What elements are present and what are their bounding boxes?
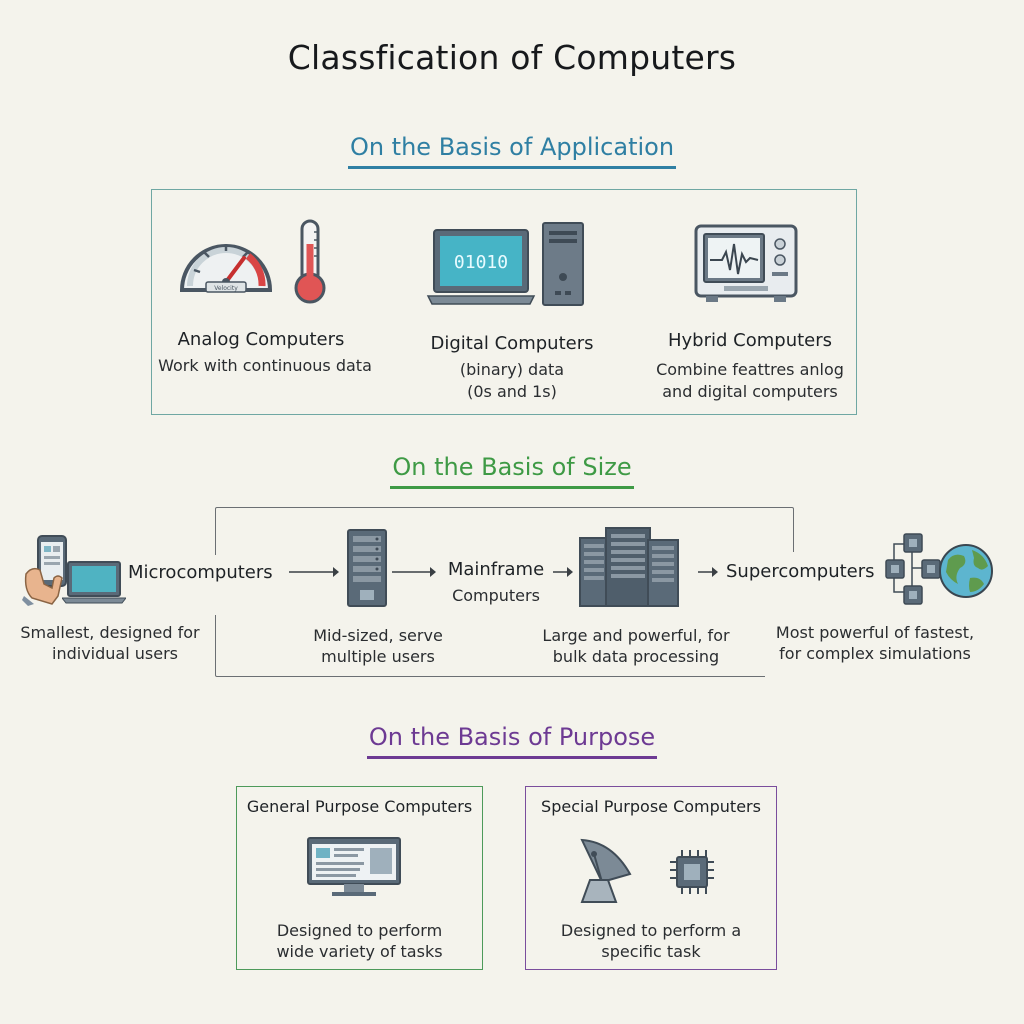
arrow-3 (553, 565, 573, 579)
mainframe-cluster-icon (578, 526, 680, 608)
special-purpose-desc-1: Designed to perform a (560, 921, 742, 940)
laptop-icon (62, 560, 126, 604)
arrow-2 (392, 565, 436, 579)
special-purpose-box (525, 786, 777, 970)
digital-computers-desc-1: (binary) data (459, 360, 565, 379)
monitor-icon: 01010 (426, 228, 538, 306)
analog-computers-desc: Work with continuous data (158, 356, 372, 375)
gauge-icon: Velocity (178, 222, 274, 296)
thermometer-icon (292, 218, 328, 306)
minicomputers-desc-2: multiple users (321, 647, 435, 666)
server-rack-icon (346, 528, 388, 608)
special-purpose-desc-2: specific task (601, 942, 701, 961)
mainframe-desc-1: Large and powerful, for (542, 626, 730, 645)
desktop-monitor-icon (306, 836, 402, 898)
chip-network-icon (884, 530, 946, 608)
mainframe-desc-2: bulk data processing (552, 647, 720, 666)
section-heading-size: On the Basis of Size (0, 453, 1024, 489)
hybrid-computers-desc-1: Combine feattres anlog (656, 360, 844, 379)
arrow-4 (698, 565, 718, 579)
frame-gap-left (205, 555, 227, 615)
microcomputers-desc-1: Smallest, designed for (20, 623, 200, 642)
oscilloscope-icon (694, 224, 798, 304)
satellite-dish-icon (572, 832, 634, 906)
globe-icon (938, 542, 994, 600)
gauge-label: Velocity (214, 285, 238, 292)
microchip-icon (668, 848, 716, 896)
microcomputers-desc-2: individual users (52, 644, 178, 663)
page-title: Classfication of Computers (287, 38, 737, 77)
supercomputers-label: Supercomputers (726, 561, 875, 582)
general-purpose-desc-2: wide variety of tasks (276, 942, 443, 961)
application-box (151, 189, 857, 415)
tower-icon (541, 221, 585, 307)
mainframe-label-2: Computers (452, 586, 540, 605)
mainframe-label: Mainframe (447, 559, 545, 580)
section-heading-application: On the Basis of Application (0, 133, 1024, 169)
digital-computers-desc-2: (0s and 1s) (467, 382, 557, 401)
hybrid-computers-label: Hybrid Computers (667, 330, 833, 351)
microcomputers-label: Microcomputers (128, 562, 273, 583)
digital-computers-label: Digital Computers (430, 333, 594, 354)
supercomputers-desc-2: for complex simulations (779, 644, 971, 663)
general-purpose-box (236, 786, 483, 970)
analog-computers-label: Analog Computers (177, 329, 345, 350)
frame-gap-right-bottom (765, 600, 805, 690)
arrow-1 (289, 565, 339, 579)
binary-screen-text: 01010 (454, 252, 508, 273)
section-heading-purpose: On the Basis of Purpose (0, 723, 1024, 759)
hybrid-computers-desc-2: and digital computers (662, 382, 838, 401)
phone-in-hand-icon (22, 534, 72, 606)
general-purpose-desc-1: Designed to perform (276, 921, 443, 940)
minicomputers-desc-1: Mid-sized, serve (313, 626, 443, 645)
frame-gap-right (783, 552, 805, 600)
special-purpose-label: Special Purpose Computers (541, 797, 761, 816)
supercomputers-desc-1: Most powerful of fastest, (775, 623, 975, 642)
general-purpose-label: General Purpose Computers (246, 797, 473, 816)
